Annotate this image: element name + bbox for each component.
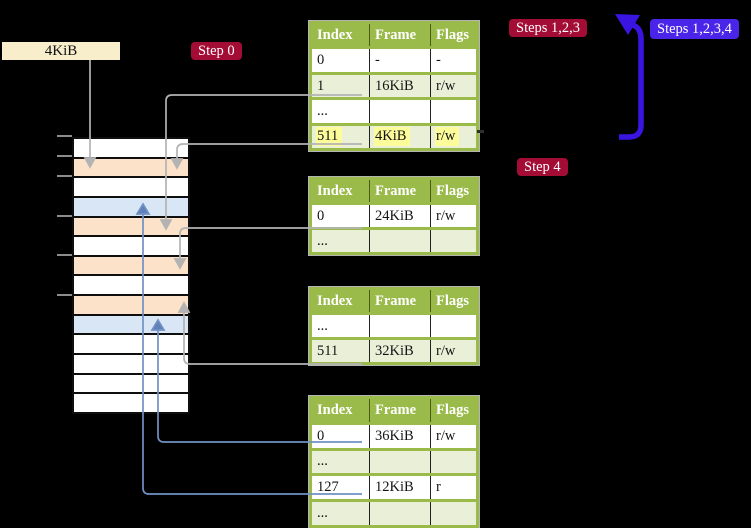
memory-frame-row-12: [74, 355, 188, 375]
memory-tick: [57, 294, 72, 296]
page-table-1-row-3: 511 4KiB r/w: [312, 122, 476, 149]
memory-frame-row-9: [74, 296, 188, 316]
memory-tick: [57, 254, 72, 256]
page-table-4-header-frame: Frame: [369, 399, 430, 422]
page-table-1-row-2: ...: [312, 97, 476, 123]
page-table-4-header-index: Index: [317, 401, 353, 418]
page-table-3-cell-0-1: [369, 315, 430, 337]
memory-frame-row-5: [74, 217, 188, 238]
page-table-2-cell-0-0: 0: [317, 207, 325, 224]
memory-tick: [57, 155, 72, 157]
frame-size-label: 4KiB: [2, 42, 120, 60]
page-table-3-header-frame: Frame: [369, 290, 430, 312]
memory-frame-row-13: [74, 374, 188, 395]
memory-frame-row-7: [74, 256, 188, 277]
page-table-3-header-flags: Flags: [430, 290, 476, 312]
page-table-2-cell-1-0: ...: [317, 232, 328, 249]
highlighted-value: 511: [316, 127, 343, 147]
memory-frame-row-14: [74, 394, 188, 412]
page-table-4-cell-2-2: r: [430, 476, 476, 500]
page-table-2-cell-0-2: r/w: [430, 205, 476, 227]
page-table-4-cell-3-0: ...: [317, 505, 328, 522]
page-table-3-cell-1-1: 32KiB: [369, 340, 430, 362]
page-table-3-cell-0-2: [430, 315, 476, 337]
page-table-3-cell-0-0: ...: [317, 317, 328, 334]
page-table-1-header-frame: Frame: [369, 24, 430, 47]
page-table-4-cell-0-1: 36KiB: [369, 424, 430, 448]
highlighted-value: r/w: [435, 127, 460, 147]
memory-frame-row-3: [74, 178, 188, 198]
page-table-1-cell-1-2: r/w: [430, 74, 476, 98]
page-table-2-header-flags: Flags: [430, 180, 476, 202]
page-table-1-cell-0-0: 0: [317, 52, 325, 69]
memory-frame-row-4: [74, 197, 188, 218]
page-table-3-row-0: ...: [312, 312, 476, 337]
page-table-4-cell-2-1: 12KiB: [369, 476, 430, 500]
page-table-4-cell-2-0: 127: [317, 479, 339, 496]
page-table-1-cell-2-0: ...: [317, 102, 328, 119]
memory-frame-row-10: [74, 315, 188, 336]
memory-frame-row-6: [74, 237, 188, 257]
page-table-4-cell-3-1: [369, 502, 430, 525]
page-table-4-header-flags: Flags: [430, 399, 476, 422]
page-table-4-row-1: ...: [312, 447, 476, 474]
memory-frame-row-1: [74, 139, 188, 159]
page-table-2-header-frame: Frame: [369, 180, 430, 202]
step4-badge: Step 4: [517, 158, 568, 176]
memory-frame-row-8: [74, 276, 188, 297]
page-table-1-cell-1-0: 1: [317, 77, 325, 94]
page-table-1-cell-1-1: 16KiB: [369, 74, 430, 98]
page-table-3-cell-1-2: r/w: [430, 340, 476, 362]
page-table-1-row-0: 0 --: [312, 46, 476, 72]
page-table-1-header-index: Index: [317, 26, 353, 43]
page-table-1-cell-3-1: 4KiB: [369, 125, 430, 149]
page-table-4-cell-0-0: 0: [317, 427, 325, 444]
memory-tick: [57, 135, 72, 137]
page-table-4-cell-1-1: [369, 450, 430, 474]
page-table-2-header-index: Index: [317, 182, 353, 199]
page-table-4-row-3: ...: [312, 499, 476, 525]
page-table-1-cell-0-2: -: [430, 49, 476, 72]
physical-memory-column: [72, 137, 190, 414]
page-table-2-cell-0-1: 24KiB: [369, 205, 430, 227]
page-table-1-cell-2-2: [430, 100, 476, 123]
memory-tick: [57, 175, 72, 177]
page-table-2-cell-1-1: [369, 230, 430, 252]
page-table-1-cell-0-1: -: [369, 49, 430, 72]
page-table-4-cell-3-2: [430, 502, 476, 525]
table1-row511-edge-tick: [477, 130, 484, 133]
page-table-3-cell-1-0: 511: [317, 342, 339, 359]
loop-arrow-icon: [615, 14, 644, 140]
page-table-1-header-flags: Flags: [430, 24, 476, 47]
page-table-1-cell-3-0: 511: [312, 126, 369, 148]
page-table-4-cell-1-2: [430, 450, 476, 474]
memory-frame-row-2: [74, 158, 188, 179]
page-table-3-header-index: Index: [317, 292, 353, 309]
page-table-2-row-1: ...: [312, 227, 476, 252]
page-table-1-cell-3-2: r/w: [430, 125, 476, 149]
page-table-1-cell-2-1: [369, 100, 430, 123]
memory-frame-row-11: [74, 335, 188, 356]
highlighted-value: 4KiB: [374, 127, 411, 147]
page-table-2-cell-1-2: [430, 230, 476, 252]
steps1234-badge: Steps 1,2,3,4: [650, 19, 739, 39]
step0-badge: Step 0: [191, 42, 242, 60]
steps123-badge: Steps 1,2,3: [509, 19, 588, 37]
page-table-4-cell-0-2: r/w: [430, 424, 476, 448]
memory-tick: [57, 215, 72, 217]
page-table-4-cell-1-0: ...: [317, 453, 328, 470]
